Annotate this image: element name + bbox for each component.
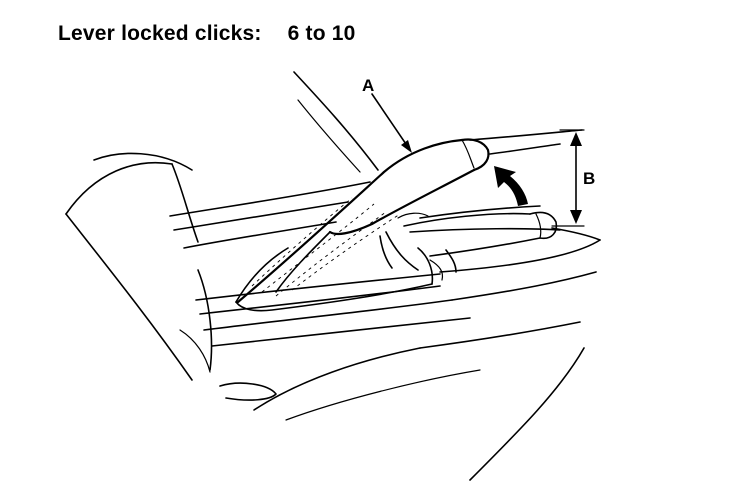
spec-heading: Lever locked clicks: 6 to 10 [58,22,356,46]
lever-lowered-outline [397,211,558,273]
spec-value: 6 to 10 [287,22,356,45]
seat-outline [65,152,277,401]
callout-label-b: B [583,169,596,188]
trim-curves [293,71,379,173]
spec-label: Lever locked clicks: [58,22,262,45]
dimension-b [551,129,585,227]
pull-direction-arrow [494,166,528,206]
callout-label-a: A [362,76,375,95]
console-rails [169,129,601,273]
callout-a-leader [371,93,412,153]
console-base [195,271,597,481]
lever-housing [235,231,444,312]
lever-handle [236,138,490,304]
